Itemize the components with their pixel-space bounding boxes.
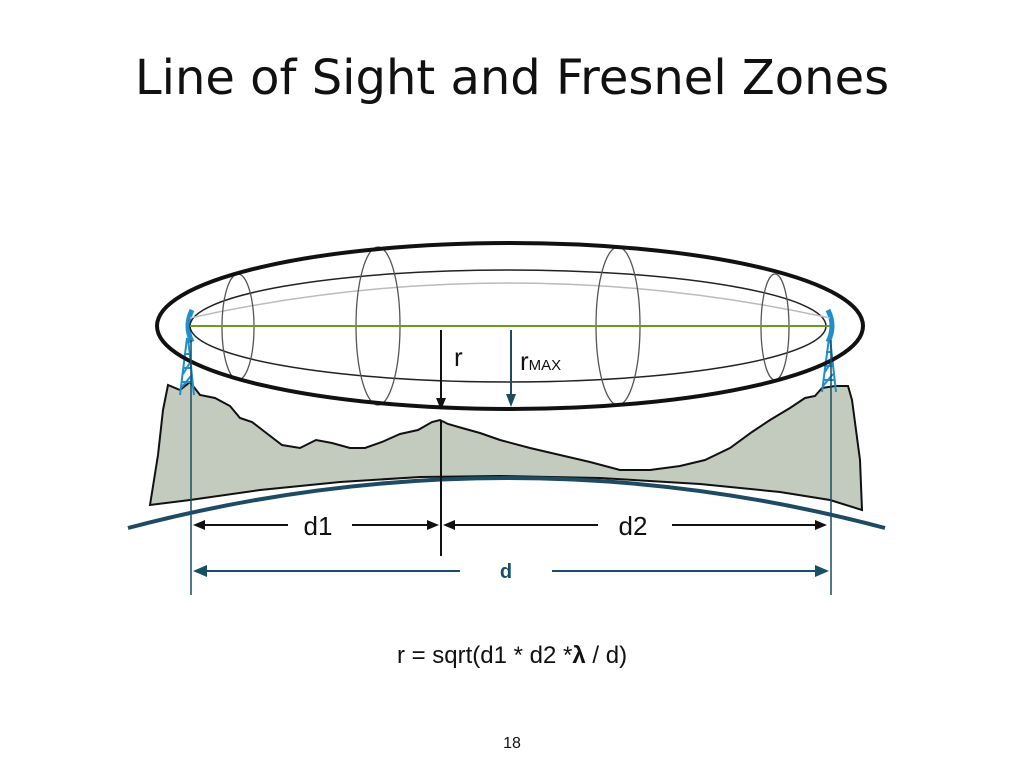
- d-label: d: [500, 561, 512, 583]
- r-label: r: [454, 342, 463, 372]
- fresnel-tube-upper: [189, 282, 831, 319]
- d2-arrow-left-head: [443, 520, 455, 530]
- left-antenna-dish: [185, 308, 195, 344]
- earth-curve: [127, 476, 886, 530]
- left-antenna-tower: [179, 337, 195, 396]
- r-arrow-head: [436, 398, 446, 410]
- formula-suffix: / d): [585, 642, 628, 669]
- fresnel-formula: r = sqrt(d1 * d2 *λ / d): [0, 642, 1024, 670]
- page-number: 18: [503, 735, 521, 752]
- rmax-arrow-head: [506, 394, 516, 407]
- d2-label: d2: [619, 511, 648, 541]
- outer-fresnel-zone: [155, 241, 865, 411]
- d-arrow-right-head: [815, 565, 829, 577]
- d1-arrow-left-head: [193, 520, 205, 530]
- d2-arrow-right-head: [815, 520, 827, 530]
- formula-prefix: r = sqrt(d1 * d2 *: [396, 642, 573, 669]
- d-arrow-left-head: [193, 565, 207, 577]
- rmax-label-base: r: [520, 346, 529, 376]
- terrain: [148, 380, 864, 512]
- formula-lambda: λ: [572, 642, 586, 669]
- d1-arrow-right-head: [427, 520, 439, 530]
- rmax-label: rMAX: [520, 346, 561, 376]
- rmax-label-subscript: MAX: [529, 357, 562, 374]
- slide-title: Line of Sight and Fresnel Zones: [134, 50, 890, 106]
- d1-label: d1: [304, 511, 333, 541]
- right-antenna-dish: [825, 308, 835, 344]
